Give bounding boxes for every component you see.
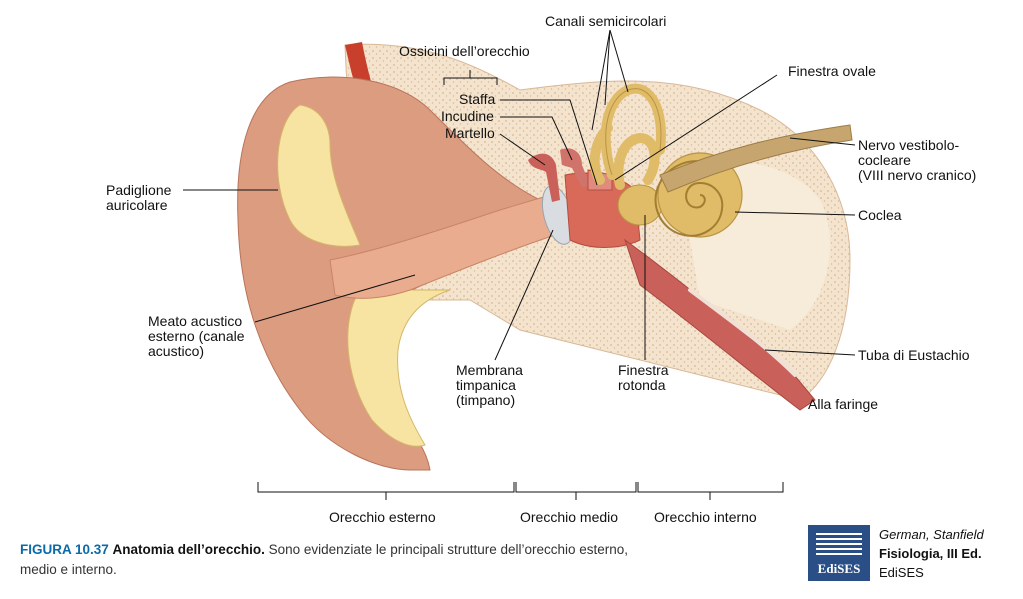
publisher-name: EdiSES — [879, 565, 924, 580]
label-vestibulocochlear-nerve: Nervo vestibolo- cocleare (VIII nervo cr… — [858, 137, 977, 183]
label-incus: Incudine — [441, 108, 494, 124]
region-brackets — [257, 482, 784, 500]
figure-caption: FIGURA 10.37 Anatomia dell’orecchio. Son… — [20, 540, 660, 580]
label-auricle: Padiglione auricolare — [106, 182, 172, 213]
label-round-window: Finestra rotonda — [618, 362, 669, 393]
label-tympanic-membrane: Membrana timpanica (timpano) — [456, 362, 523, 408]
ear-canal — [329, 194, 556, 299]
label-stapes: Staffa — [459, 91, 496, 107]
label-oval-window: Finestra ovale — [788, 63, 876, 79]
cochlea-spiral — [654, 160, 724, 237]
label-cochlea: Coclea — [858, 207, 902, 223]
caption-title: Anatomia dell’orecchio. — [112, 542, 265, 557]
region-middle-ear: Orecchio medio — [520, 509, 619, 525]
publisher-info: German, Stanfield Fisiologia, III Ed. Ed… — [879, 525, 984, 582]
label-ossicles: Ossicini dell’orecchio — [399, 43, 530, 59]
edises-logo: EdiSES — [808, 525, 870, 581]
auricle-cartilage — [277, 104, 361, 247]
vestibulocochlear-nerve — [659, 124, 853, 193]
label-semicircular-canals: Canali semicircolari — [545, 13, 667, 29]
caption-text: Sono evidenziate le principali strutture… — [20, 542, 629, 577]
region-outer-ear: Orecchio esterno — [329, 509, 436, 525]
region-inner-ear: Orecchio interno — [654, 509, 757, 525]
label-external-auditory-meatus: Meato acustico esterno (canale acustico) — [148, 313, 245, 359]
malleus — [528, 153, 560, 202]
label-eustachian-tube: Tuba di Eustachio — [858, 347, 970, 363]
concha-cartilage — [347, 289, 451, 447]
label-malleus: Martello — [445, 125, 495, 141]
incus — [560, 148, 590, 188]
eustachian-tube — [624, 238, 816, 411]
eustachian-tube-lumen — [688, 288, 797, 377]
label-to-pharynx: Alla faringe — [808, 396, 879, 412]
publisher-book-title: Fisiologia, III Ed. — [879, 546, 982, 561]
leader-lines — [183, 29, 856, 361]
publisher-authors: German, Stanfield — [879, 527, 984, 542]
caption-number: FIGURA 10.37 — [20, 542, 109, 557]
edises-logo-text: EdiSES — [818, 561, 861, 576]
